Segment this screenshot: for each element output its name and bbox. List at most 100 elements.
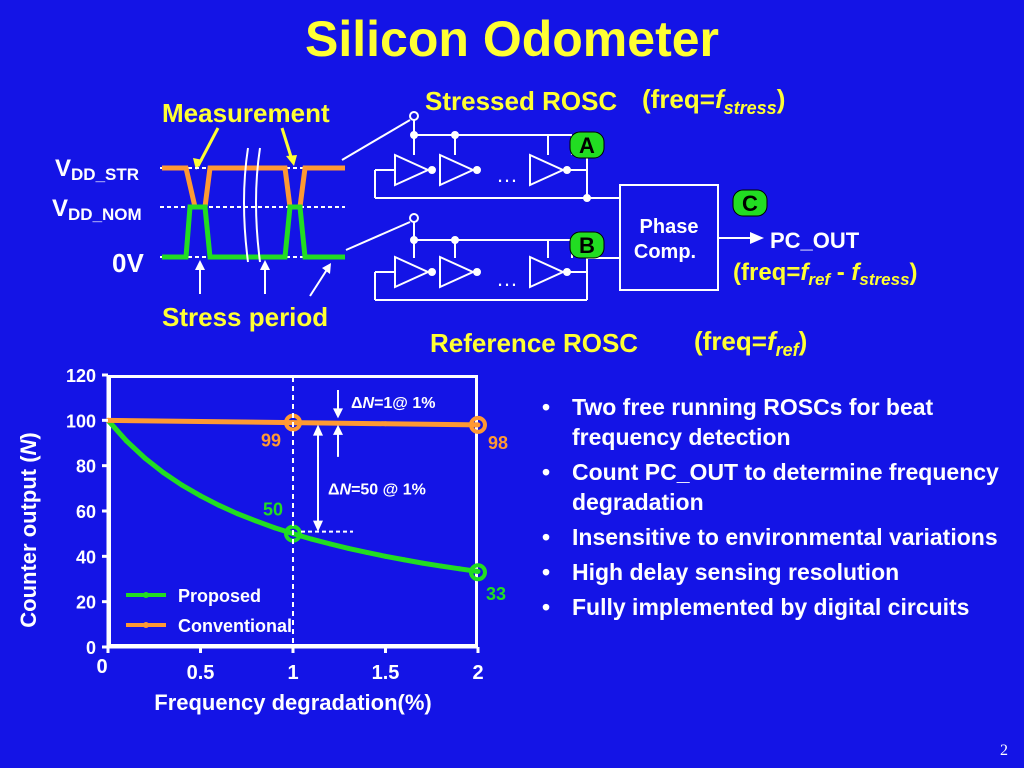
stress-arrow-3-head	[322, 263, 331, 274]
x-tick-label: 2	[472, 662, 483, 684]
y-tick-label: 60	[76, 502, 96, 522]
node-a-label: A	[579, 133, 595, 158]
pc-out-freq: (freq=fref - fstress)	[733, 259, 918, 289]
time-break-1	[243, 147, 249, 263]
x-tick-label: 0	[96, 656, 107, 678]
marked-point-conventional	[469, 415, 487, 434]
phase-comp-line2: Comp.	[634, 241, 696, 263]
series-point-proposed	[142, 455, 148, 461]
ylabel-main: Counter output (	[16, 455, 41, 628]
node-b-label: B	[579, 233, 595, 258]
series-point-proposed	[198, 493, 203, 499]
vdd-nom-main: V	[52, 195, 68, 222]
measurement-arrow-2	[280, 127, 294, 161]
bullet-item: Two free running ROSCs for beat frequenc…	[540, 392, 1000, 452]
dn50-arrow-bottom-head	[313, 520, 323, 532]
series-point-proposed	[364, 549, 370, 555]
reference-rosc-label: Reference ROSC	[430, 328, 638, 358]
nominal-waveform	[162, 204, 345, 260]
series-point-proposed	[420, 560, 425, 566]
node-c-label: C	[742, 191, 758, 216]
dn1-label-part: =1@ 1%	[374, 395, 435, 412]
legend-label: Proposed	[178, 586, 261, 606]
series-point-proposed	[179, 482, 185, 488]
stressed-freq: (freq=fstress)	[642, 84, 785, 118]
dn1-arrow-bottom-head	[333, 424, 343, 435]
dn50-label-part: Δ	[328, 481, 340, 498]
dn50-label: ΔN=50 @ 1%	[328, 481, 426, 498]
feature-bullet-list: Two free running ROSCs for beat frequenc…	[540, 392, 1000, 627]
vdd-str-label: VDD_STR	[55, 155, 139, 184]
y-tick-label: 0	[86, 638, 96, 658]
series-point-proposed	[272, 525, 277, 531]
stressed-freq-sub: stress	[724, 98, 777, 118]
out-freq-var2: f	[851, 259, 861, 286]
series-point-proposed	[457, 566, 462, 572]
legend-swatch-dot	[143, 592, 149, 598]
marked-point-label: 99	[261, 431, 281, 451]
marked-point-label: 98	[488, 433, 508, 453]
legend-label: Conventional	[178, 616, 292, 636]
y-tick-label: 100	[66, 411, 96, 431]
series-point-conventional	[475, 422, 481, 428]
x-tick-label: 0.5	[187, 662, 215, 684]
zero-v-label: 0V	[112, 248, 144, 278]
stress-switch-line	[341, 119, 411, 161]
series-point-proposed	[401, 557, 407, 563]
circuit-diagram: Measurement VDD_STR VDD_NOM 0V Stress pe…	[52, 84, 918, 360]
reference-rosc-circuit	[374, 213, 620, 301]
series-point-proposed	[383, 553, 388, 559]
reference-freq-prefix: (freq=	[694, 326, 767, 356]
series-point-proposed	[124, 438, 129, 444]
ylabel-end: )	[16, 432, 41, 439]
stressed-rosc-label: Stressed ROSC	[425, 86, 617, 116]
out-freq-sub2: stress	[859, 270, 909, 289]
reference-freq-var: f	[767, 326, 778, 356]
y-tick-label: 80	[76, 457, 96, 477]
ylabel-var: N	[16, 438, 41, 455]
bullet-item: High delay sensing resolution	[540, 557, 1000, 587]
x-tick-label: 1	[287, 662, 298, 684]
bullet-item: Fully implemented by digital circuits	[540, 592, 1000, 622]
out-freq-sub1: ref	[808, 270, 832, 289]
stress-waveform	[162, 165, 345, 210]
phase-comp-line1: Phase	[640, 216, 699, 238]
y-tick-label: 40	[76, 547, 96, 567]
reference-freq: (freq=fref)	[694, 326, 807, 360]
out-freq-suffix: )	[910, 259, 918, 286]
pc-out-label: PC_OUT	[770, 228, 860, 253]
pc-out-arrowhead	[750, 232, 764, 244]
series-point-conventional	[198, 418, 203, 424]
stressed-ellipsis: …	[496, 162, 518, 187]
node-b-badge	[569, 231, 605, 259]
dn50-label-part: N	[340, 481, 352, 498]
series-point-proposed	[309, 536, 314, 542]
stressed-freq-prefix: (freq=	[642, 84, 715, 114]
dn50-arrow-top-head	[313, 424, 323, 436]
dn1-label-part: N	[363, 395, 375, 412]
bullet-item: Insensitive to environmental variations	[540, 522, 1000, 552]
marked-point-label: 50	[263, 500, 283, 520]
dn1-label-part: Δ	[351, 395, 363, 412]
node-a-badge	[569, 131, 605, 159]
reference-ellipsis: …	[496, 266, 518, 291]
measurement-arrow-2-head	[286, 155, 297, 166]
series-point-proposed	[161, 470, 166, 476]
time-break-2	[255, 147, 261, 263]
series-point-proposed	[346, 545, 351, 551]
stress-arrow-1-head	[195, 260, 205, 270]
series-point-proposed	[253, 518, 259, 524]
dn1-label: ΔN=1@ 1%	[351, 395, 435, 412]
marked-point-proposed	[469, 563, 487, 582]
stress-arrow-3	[309, 267, 329, 297]
measurement-label: Measurement	[162, 98, 330, 128]
stressed-freq-var: f	[715, 84, 726, 114]
y-tick-label: 120	[66, 366, 96, 386]
bullet-item: Count PC_OUT to determine frequency degr…	[540, 457, 1000, 517]
vdd-str-sub: DD_STR	[71, 165, 139, 184]
chart-xlabel: Frequency degradation(%)	[154, 690, 431, 715]
reference-freq-sub: ref	[776, 340, 801, 360]
